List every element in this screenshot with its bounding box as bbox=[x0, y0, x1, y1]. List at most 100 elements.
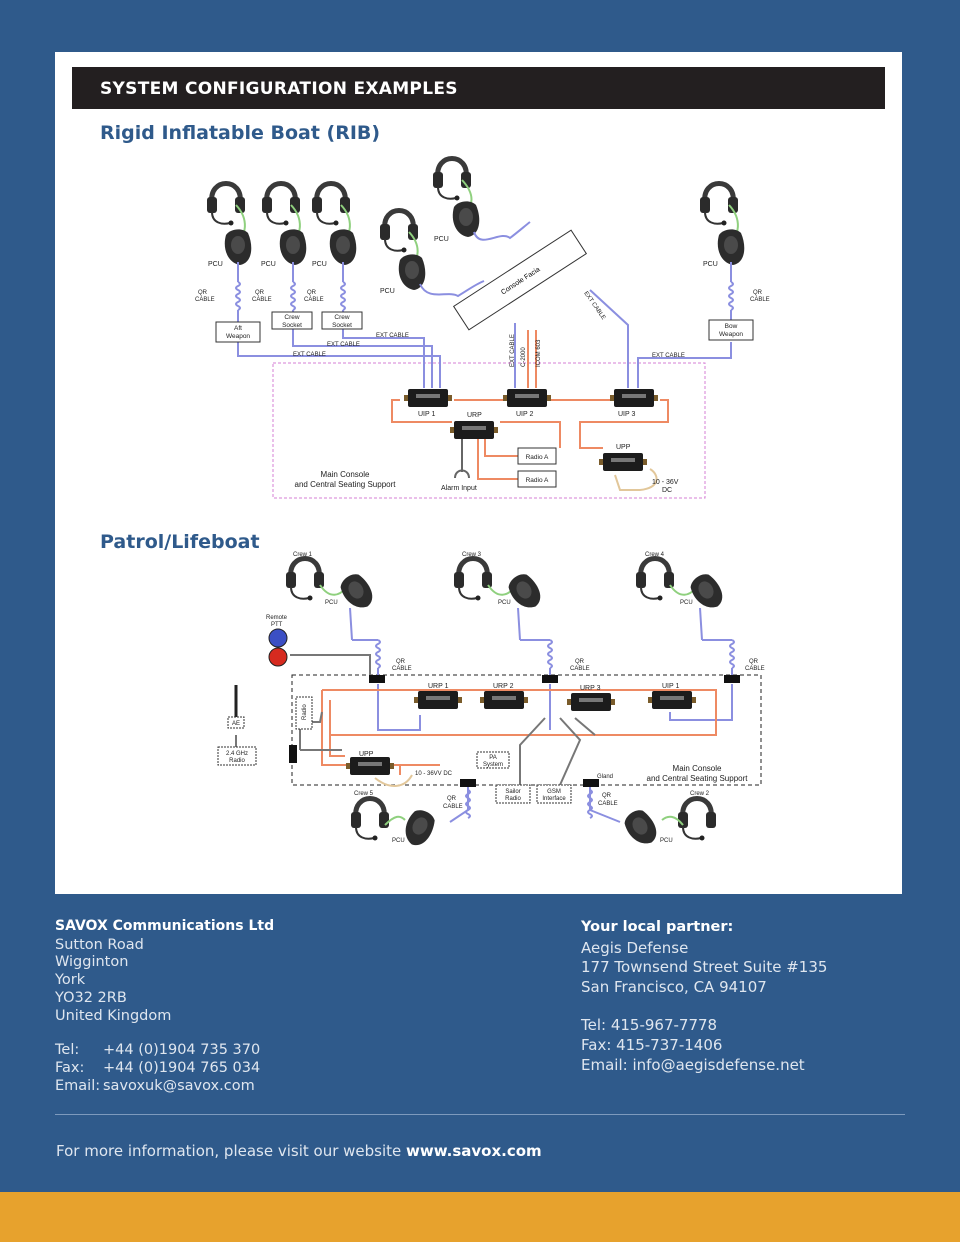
ghz-radio-box bbox=[217, 746, 257, 766]
partner-heading: Your local partner: bbox=[581, 919, 734, 935]
email-label: Email: bbox=[55, 1077, 101, 1094]
radio-a-label: Radio A bbox=[526, 454, 549, 461]
radio-a-label: Radio A bbox=[526, 477, 549, 484]
remote-ptt-label2: PTT bbox=[271, 622, 283, 628]
rib-uip1-box bbox=[404, 389, 452, 407]
bow-weapon-box bbox=[708, 319, 754, 341]
rib-headset-icon bbox=[700, 184, 738, 226]
rib-ext-cable-label: EXT CABLE bbox=[293, 352, 326, 358]
rib-urp-box bbox=[450, 421, 498, 439]
rib-pcu-icon bbox=[717, 229, 745, 265]
rib-upp-label: UPP bbox=[616, 444, 631, 451]
rib-dc-label2: DC bbox=[662, 487, 672, 494]
rib-qr-label2: CABLE bbox=[252, 297, 272, 303]
patrol-qr-label2: CABLE bbox=[443, 804, 463, 810]
savox-address-line: Sutton Road bbox=[55, 936, 144, 953]
patrol-pcu-label: PCU bbox=[680, 600, 693, 606]
rib-diagram: PCU PCU PCU PCU PCU PCU bbox=[195, 159, 770, 499]
patrol-dc-label: 10 - 36VV DC bbox=[415, 771, 453, 777]
patrol-pcu-label: PCU bbox=[660, 838, 673, 844]
savox-address-line: United Kingdom bbox=[55, 1007, 172, 1024]
rib-uip3-label: UIP 3 bbox=[618, 411, 635, 418]
rib-pcu-icon bbox=[329, 229, 357, 265]
patrol-qr-label: QR bbox=[749, 659, 759, 665]
ghz-radio-label: 2.4 GHz bbox=[226, 751, 248, 757]
patrol-pcu-icon bbox=[504, 569, 546, 614]
crew3-label: Crew 3 bbox=[462, 552, 482, 558]
gsm-label2: Interface bbox=[542, 796, 566, 802]
savox-address-line: York bbox=[55, 972, 86, 989]
savox-fax-row: Fax:+44 (0)1904 765 034 bbox=[55, 1060, 274, 1078]
bow-weapon-label2: Weapon bbox=[719, 331, 743, 338]
crew-socket-label: Crew bbox=[334, 314, 349, 321]
urp1-label: URP 1 bbox=[428, 683, 449, 690]
rib-headset-icon bbox=[262, 184, 300, 226]
gsm-label: GSM bbox=[547, 789, 561, 795]
partner-email[interactable]: Email: info@aegisdefense.net bbox=[581, 1055, 805, 1074]
rib-qr-label: QR bbox=[307, 290, 317, 296]
crew-socket-box bbox=[271, 311, 313, 330]
sailor-radio-box bbox=[495, 784, 531, 804]
patrol-diagram: Crew 1 Crew 3 Crew 4 Crew 5 Crew 2 PCU P… bbox=[217, 552, 765, 850]
urp2-label: URP 2 bbox=[493, 683, 514, 690]
system-diagrams: PCU PCU PCU PCU PCU PCU bbox=[195, 0, 770, 850]
qr-connector bbox=[724, 675, 740, 683]
patrol-qr-label: QR bbox=[575, 659, 585, 665]
rib-headset-icon bbox=[207, 184, 245, 226]
crew-socket-label2: Socket bbox=[282, 322, 302, 329]
radio-a-box bbox=[517, 447, 557, 465]
rib-pcu-icon bbox=[224, 229, 252, 265]
aft-weapon-label: Aft bbox=[234, 325, 242, 332]
section-header: SYSTEM CONFIGURATION EXAMPLES bbox=[72, 67, 885, 109]
qr-connector bbox=[369, 675, 385, 683]
savox-email-row: Email:savoxuk@savox.com bbox=[55, 1078, 274, 1096]
footer-website-line: For more information, please visit our w… bbox=[56, 1142, 542, 1160]
rib-uip1-label: UIP 1 bbox=[418, 411, 435, 418]
patrol-upp-label: UPP bbox=[359, 751, 374, 758]
rib-uip3-box bbox=[610, 389, 658, 407]
patrol-qr-label: QR bbox=[602, 793, 612, 799]
sailor-label: Sailor bbox=[505, 789, 520, 795]
patrol-pcu-label: PCU bbox=[325, 600, 338, 606]
rib-console-label: Main Console bbox=[321, 470, 370, 479]
patrol-urp2-box bbox=[480, 691, 528, 709]
rib-console-boundary bbox=[272, 362, 706, 499]
patrol-pcu-label: PCU bbox=[498, 600, 511, 606]
savox-fax: +44 (0)1904 765 034 bbox=[103, 1059, 261, 1076]
gsm-interface-box bbox=[536, 784, 572, 804]
rib-c2000-label: C-2000 bbox=[521, 347, 527, 367]
patrol-upp-box bbox=[346, 757, 394, 775]
savox-email-link[interactable]: savoxuk@savox.com bbox=[103, 1077, 255, 1094]
partner-city: San Francisco, CA 94107 bbox=[581, 977, 767, 996]
rib-qr-label: QR bbox=[255, 290, 265, 296]
console-facia: Console Facia bbox=[452, 229, 588, 331]
patrol-pcu-icon bbox=[620, 805, 662, 850]
patrol-qr-label2: CABLE bbox=[598, 801, 618, 807]
rib-upp-box bbox=[599, 453, 647, 471]
patrol-headset-icon bbox=[286, 559, 324, 601]
patrol-console-label2: and Central Seating Support bbox=[647, 774, 749, 783]
savox-address-line: YO32 2RB bbox=[55, 989, 127, 1006]
patrol-urp1-box bbox=[414, 691, 462, 709]
website-link[interactable]: www.savox.com bbox=[406, 1142, 542, 1160]
crew-socket-label2: Socket bbox=[332, 322, 352, 329]
radio-a-box bbox=[517, 470, 557, 488]
qr-connector bbox=[583, 779, 599, 787]
ae-label: AE bbox=[232, 721, 240, 727]
patrol-headset-icon bbox=[636, 559, 674, 601]
rib-ext-cable-label: EXT CABLE bbox=[376, 333, 409, 339]
rib-pcu-label: PCU bbox=[312, 261, 327, 268]
pa-system-box bbox=[476, 751, 510, 769]
bow-weapon-label: Bow bbox=[725, 323, 738, 330]
patrol-qr-label2: CABLE bbox=[570, 666, 590, 672]
radio-box bbox=[295, 696, 313, 730]
rib-pcu-icon bbox=[452, 201, 480, 237]
patrol-pcu-icon bbox=[336, 569, 378, 614]
rib-ext-cable-label: EXT CABLE bbox=[652, 353, 685, 359]
crew4-label: Crew 4 bbox=[645, 552, 665, 558]
footer-prefix: For more information, please visit our w… bbox=[56, 1142, 407, 1160]
savox-address: SAVOX Communications Ltd Sutton Road Wig… bbox=[55, 918, 274, 1095]
patrol-pcu-icon bbox=[686, 569, 728, 614]
sailor-label2: Radio bbox=[505, 796, 521, 802]
patrol-headset-icon bbox=[454, 559, 492, 601]
